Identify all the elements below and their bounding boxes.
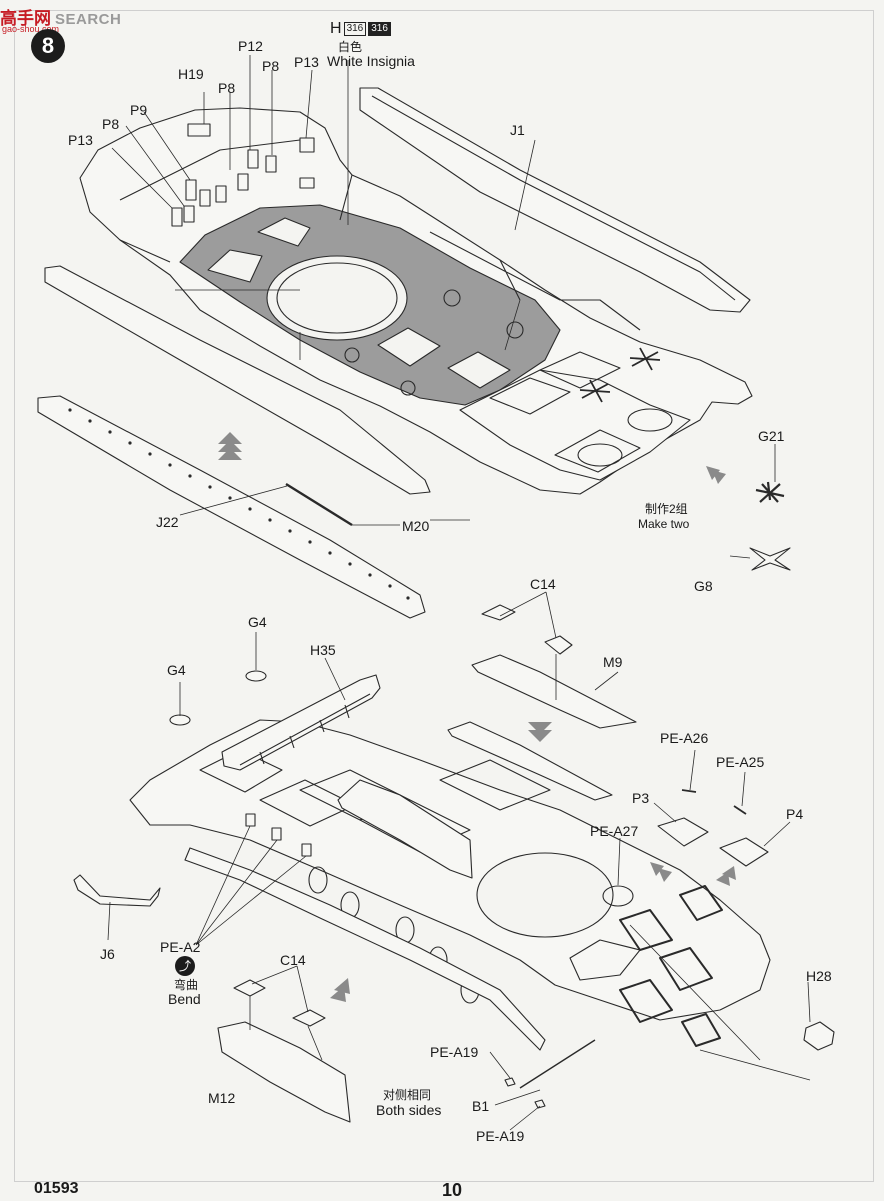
- label-c14-a: C14: [530, 576, 556, 592]
- label-c14-b: C14: [280, 952, 306, 968]
- label-both-sides-cn: 对侧相同: [383, 1088, 432, 1102]
- part-g4-a: [245, 670, 267, 682]
- leader-lines-upper: [111, 55, 776, 559]
- label-h19: H19: [178, 66, 204, 82]
- label-p8-c: P8: [102, 116, 120, 132]
- label-pe-a19-a: PE-A19: [430, 1044, 479, 1060]
- part-pe-a25: [733, 805, 747, 815]
- label-p8-a: P8: [262, 58, 280, 74]
- label-b1: B1: [472, 1098, 490, 1114]
- part-c14-d: [292, 1009, 326, 1027]
- hull-side-rail: [44, 265, 431, 495]
- label-pe-a2: PE-A2: [160, 939, 201, 955]
- part-c14-a: [481, 604, 516, 621]
- label-g21: G21: [758, 428, 785, 444]
- label-bend-en: Bend: [168, 991, 201, 1007]
- label-p12: P12: [238, 38, 263, 54]
- kit-number: 01593: [34, 1180, 79, 1197]
- part-m9: [471, 654, 637, 729]
- label-p8-b: P8: [218, 80, 236, 96]
- insignia-en: White Insignia: [327, 53, 415, 69]
- label-p13-a: P13: [294, 54, 319, 70]
- part-p3: [657, 817, 709, 847]
- label-make-two-cn: 制作2组: [645, 502, 688, 516]
- page-number: 10: [442, 1180, 463, 1200]
- label-p13-b: P13: [68, 132, 93, 148]
- label-p9: P9: [130, 102, 148, 118]
- label-g4-a: G4: [248, 614, 267, 630]
- part-pe-a19-b: [534, 1099, 546, 1109]
- bend-icon: ⤴: [175, 956, 195, 976]
- part-b1: [519, 1039, 596, 1089]
- insignia-code-b: 316: [368, 22, 391, 36]
- label-make-two-en: Make two: [638, 517, 690, 531]
- label-g4-b: G4: [167, 662, 186, 678]
- part-p4: [719, 837, 769, 867]
- label-g8: G8: [694, 578, 713, 594]
- part-j22: [37, 395, 426, 619]
- part-pe-a26: [681, 789, 697, 793]
- page-frame: [14, 10, 874, 1182]
- small-parts-upper: [171, 123, 315, 227]
- step-number: 8: [31, 29, 65, 63]
- label-m12: M12: [208, 1090, 236, 1106]
- label-m20: M20: [402, 518, 430, 534]
- part-pe-a19-a: [504, 1077, 516, 1087]
- label-pe-a26: PE-A26: [660, 730, 709, 746]
- label-both-sides-en: Both sides: [376, 1102, 442, 1118]
- parts-pe-a2: [245, 813, 312, 857]
- part-c14-c: [233, 979, 266, 997]
- label-h28: H28: [806, 968, 832, 984]
- part-c14-b: [544, 635, 573, 655]
- label-j22: J22: [156, 514, 179, 530]
- direction-arrows: [218, 432, 736, 1002]
- label-j6: J6: [100, 946, 115, 962]
- part-g21: [755, 481, 785, 503]
- label-pe-a25: PE-A25: [716, 754, 765, 770]
- label-bend-cn: 弯曲: [174, 978, 199, 992]
- insignia-code-a: 316: [343, 22, 367, 36]
- part-m20: [285, 482, 353, 527]
- label-h35: H35: [310, 642, 336, 658]
- insignia-cn: 白色: [338, 40, 363, 54]
- insignia-prefix: H: [330, 20, 342, 37]
- part-h28: [803, 1021, 835, 1051]
- part-h35: [221, 674, 381, 771]
- part-m12: [217, 1021, 351, 1123]
- parts-g21-on-hull: [579, 347, 661, 403]
- label-p4: P4: [786, 806, 804, 822]
- panel-left: [337, 779, 473, 879]
- part-j6: [73, 874, 161, 907]
- label-j1: J1: [510, 122, 525, 138]
- label-pe-a19-b: PE-A19: [476, 1128, 525, 1144]
- watermark-search: SEARCH: [55, 11, 122, 28]
- watermark-url: gao-shou.com: [2, 24, 60, 34]
- part-g8: [749, 547, 791, 571]
- panel-mid: [447, 721, 613, 801]
- label-m9: M9: [603, 654, 623, 670]
- lower-hull: [129, 719, 771, 1051]
- watermark-logo: 高手网: [0, 9, 51, 28]
- label-p3: P3: [632, 790, 650, 806]
- leader-lines-lower: [107, 591, 811, 1131]
- part-g4-b: [169, 714, 191, 726]
- label-pe-a27: PE-A27: [590, 823, 639, 839]
